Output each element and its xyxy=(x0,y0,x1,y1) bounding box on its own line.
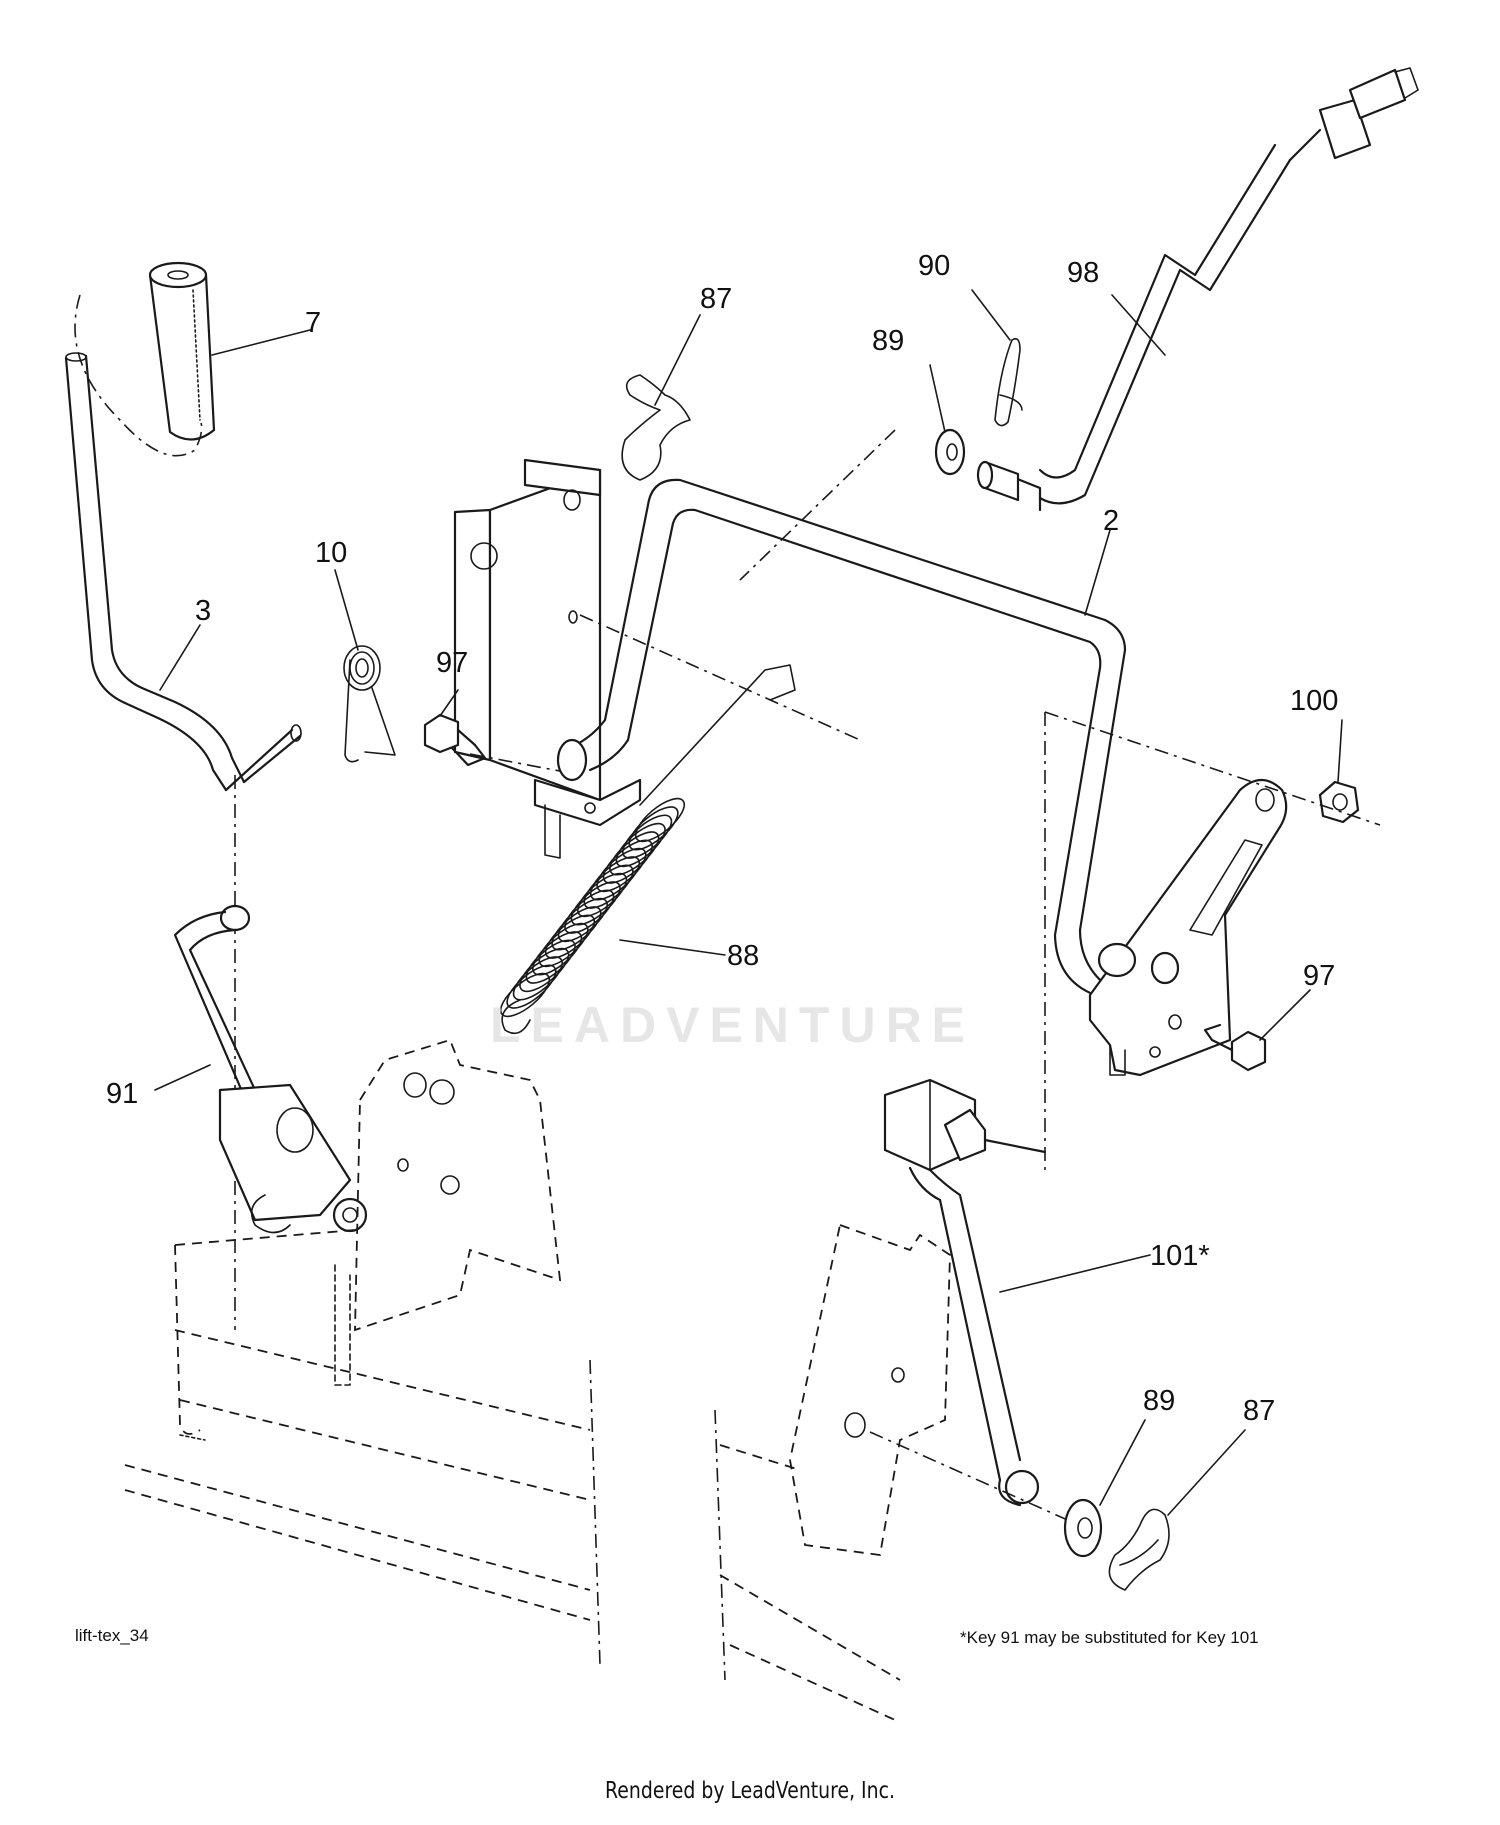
substitution-note: *Key 91 may be substituted for Key 101 xyxy=(960,1628,1259,1647)
callout-91: 91 xyxy=(106,1078,138,1110)
spring-coil xyxy=(525,939,576,984)
watermark: LEADVENTURE xyxy=(490,997,976,1053)
spring-coil xyxy=(570,881,621,926)
center-line-upper xyxy=(739,429,896,581)
spring-coil xyxy=(564,889,615,934)
spring-coil xyxy=(499,972,551,1018)
part-100-nut xyxy=(1318,780,1360,824)
callout-87-bottom: 87 xyxy=(1243,1395,1275,1427)
pivot-bracket xyxy=(453,458,642,859)
part-10-spring xyxy=(343,645,396,763)
part-98-rod xyxy=(976,67,1419,512)
part-90-pin xyxy=(994,337,1023,427)
spring-coil xyxy=(596,847,647,893)
callout-88: 88 xyxy=(727,940,759,972)
spring-coil xyxy=(551,906,602,951)
spring-coil xyxy=(557,897,608,943)
spring-coil xyxy=(512,956,563,1001)
render-credit: Rendered by LeadVenture, Inc. xyxy=(605,1778,895,1804)
part-91-arm xyxy=(173,775,368,1330)
callout-10: 10 xyxy=(315,537,347,569)
callout-7: 7 xyxy=(305,307,321,339)
part-89-washer-bottom xyxy=(1063,1498,1103,1558)
center-line-mid xyxy=(579,614,861,741)
center-line-right xyxy=(1044,711,1381,826)
spring-coil xyxy=(609,831,660,876)
part-2-lift-shaft xyxy=(556,478,1127,997)
part-97-bolt-right xyxy=(1203,1023,1267,1072)
reference-id: lift-tex_34 xyxy=(75,1626,149,1645)
callout-labels: 7 3 10 97 87 89 90 98 2 100 97 88 91 101… xyxy=(106,250,1338,1427)
callout-87-top: 87 xyxy=(700,283,732,315)
callout-97-right: 97 xyxy=(1303,960,1335,992)
callout-3: 3 xyxy=(195,595,211,627)
callout-98: 98 xyxy=(1067,257,1099,289)
part-7-grip xyxy=(74,261,216,457)
part-101-arm xyxy=(883,1078,1047,1507)
callout-89-top: 89 xyxy=(872,325,904,357)
spring-coil xyxy=(532,931,583,976)
callout-100: 100 xyxy=(1290,685,1338,717)
spring-hook xyxy=(501,999,531,1035)
callout-89-bottom: 89 xyxy=(1143,1385,1175,1417)
spring-coil xyxy=(634,797,686,843)
callout-97-left: 97 xyxy=(436,647,468,679)
spring-coil xyxy=(589,856,641,901)
spring-coil xyxy=(615,822,666,868)
part-88-spring xyxy=(499,664,796,1035)
spring-coil xyxy=(602,839,653,884)
callout-101: 101* xyxy=(1150,1240,1210,1272)
callout-90: 90 xyxy=(918,250,950,282)
part-89-washer-top xyxy=(934,428,966,476)
callout-2: 2 xyxy=(1103,505,1119,537)
spring-coil xyxy=(538,922,589,968)
right-arm-bracket xyxy=(1088,778,1288,1077)
left-deck-plate xyxy=(124,1038,601,1666)
spring-coil xyxy=(519,947,570,993)
part-87-clip-top xyxy=(621,374,691,481)
spring-coil xyxy=(622,814,673,859)
spring-coil xyxy=(544,914,596,959)
part-87-clip-bottom xyxy=(1108,1508,1170,1591)
spring-coil xyxy=(628,806,679,851)
right-deck-plate xyxy=(714,1223,1091,1721)
spring-coil xyxy=(577,872,628,918)
leader-lines xyxy=(154,289,1343,1516)
part-3-lift-handle xyxy=(64,352,302,792)
spring-coil xyxy=(583,864,634,909)
